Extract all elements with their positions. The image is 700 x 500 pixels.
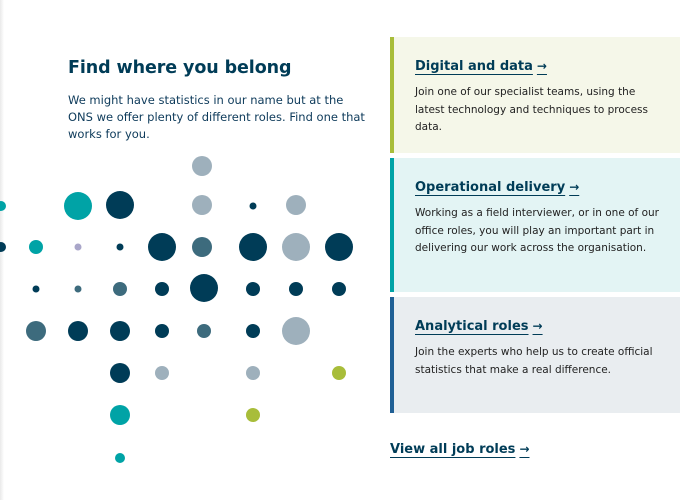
arrow-right-icon: → <box>569 180 580 194</box>
decorative-dot <box>0 201 6 211</box>
decorative-dot-pattern <box>0 156 353 463</box>
analytical-roles-link[interactable]: Analytical roles→ <box>415 319 543 334</box>
operational-delivery-link[interactable]: Operational delivery→ <box>415 180 579 195</box>
view-all-label: View all job roles <box>390 442 516 457</box>
card-description: Join the experts who help us to create o… <box>415 346 653 376</box>
decorative-dot <box>155 366 169 380</box>
decorative-dot <box>110 363 130 383</box>
card-title-text: Analytical roles <box>415 319 529 334</box>
decorative-dot <box>197 324 211 338</box>
decorative-dot <box>110 405 130 425</box>
decorative-dot <box>239 233 267 261</box>
decorative-dot <box>68 321 88 341</box>
decorative-dot <box>74 243 82 251</box>
arrow-right-icon: → <box>519 442 530 456</box>
decorative-dot <box>148 233 176 261</box>
decorative-dot <box>155 324 169 338</box>
arrow-right-icon: → <box>536 59 547 73</box>
decorative-dot <box>246 324 260 338</box>
role-card-digital-and-data: Digital and data→ Join one of our specia… <box>390 37 680 153</box>
decorative-dot <box>116 243 124 251</box>
role-card-operational-delivery: Operational delivery→ Working as a field… <box>390 158 680 292</box>
decorative-dot <box>110 321 130 341</box>
section-intro: We might have statistics in our name but… <box>68 93 365 141</box>
decorative-dot <box>29 240 43 254</box>
section-title: Find where you belong <box>68 58 292 78</box>
decorative-dot <box>32 285 40 293</box>
decorative-dot <box>246 408 260 422</box>
decorative-dot <box>325 233 353 261</box>
decorative-dot <box>282 317 310 345</box>
decorative-dot <box>155 282 169 296</box>
card-description: Join one of our specialist teams, using … <box>415 86 648 133</box>
decorative-dot <box>113 282 127 296</box>
card-description: Working as a field interviewer, or in on… <box>415 207 659 254</box>
decorative-dot <box>246 282 260 296</box>
decorative-dot <box>192 237 212 257</box>
decorative-dot <box>190 274 218 302</box>
decorative-dot <box>332 366 346 380</box>
decorative-dot <box>192 156 212 176</box>
decorative-dot <box>289 282 303 296</box>
decorative-dot <box>106 191 134 219</box>
card-title-text: Digital and data <box>415 59 533 74</box>
decorative-dot <box>249 202 257 210</box>
decorative-dot <box>332 282 346 296</box>
decorative-dot <box>192 195 212 215</box>
arrow-right-icon: → <box>532 319 543 333</box>
card-title-text: Operational delivery <box>415 180 566 195</box>
view-all-job-roles-link[interactable]: View all job roles→ <box>390 442 530 457</box>
decorative-dot <box>246 366 260 380</box>
decorative-dot <box>282 233 310 261</box>
decorative-dot <box>64 192 92 220</box>
decorative-dot <box>74 285 82 293</box>
decorative-dot <box>115 453 125 463</box>
role-card-analytical-roles: Analytical roles→ Join the experts who h… <box>390 297 680 413</box>
decorative-dot <box>0 242 6 252</box>
decorative-dot <box>286 195 306 215</box>
decorative-dot <box>26 321 46 341</box>
digital-and-data-link[interactable]: Digital and data→ <box>415 59 547 74</box>
